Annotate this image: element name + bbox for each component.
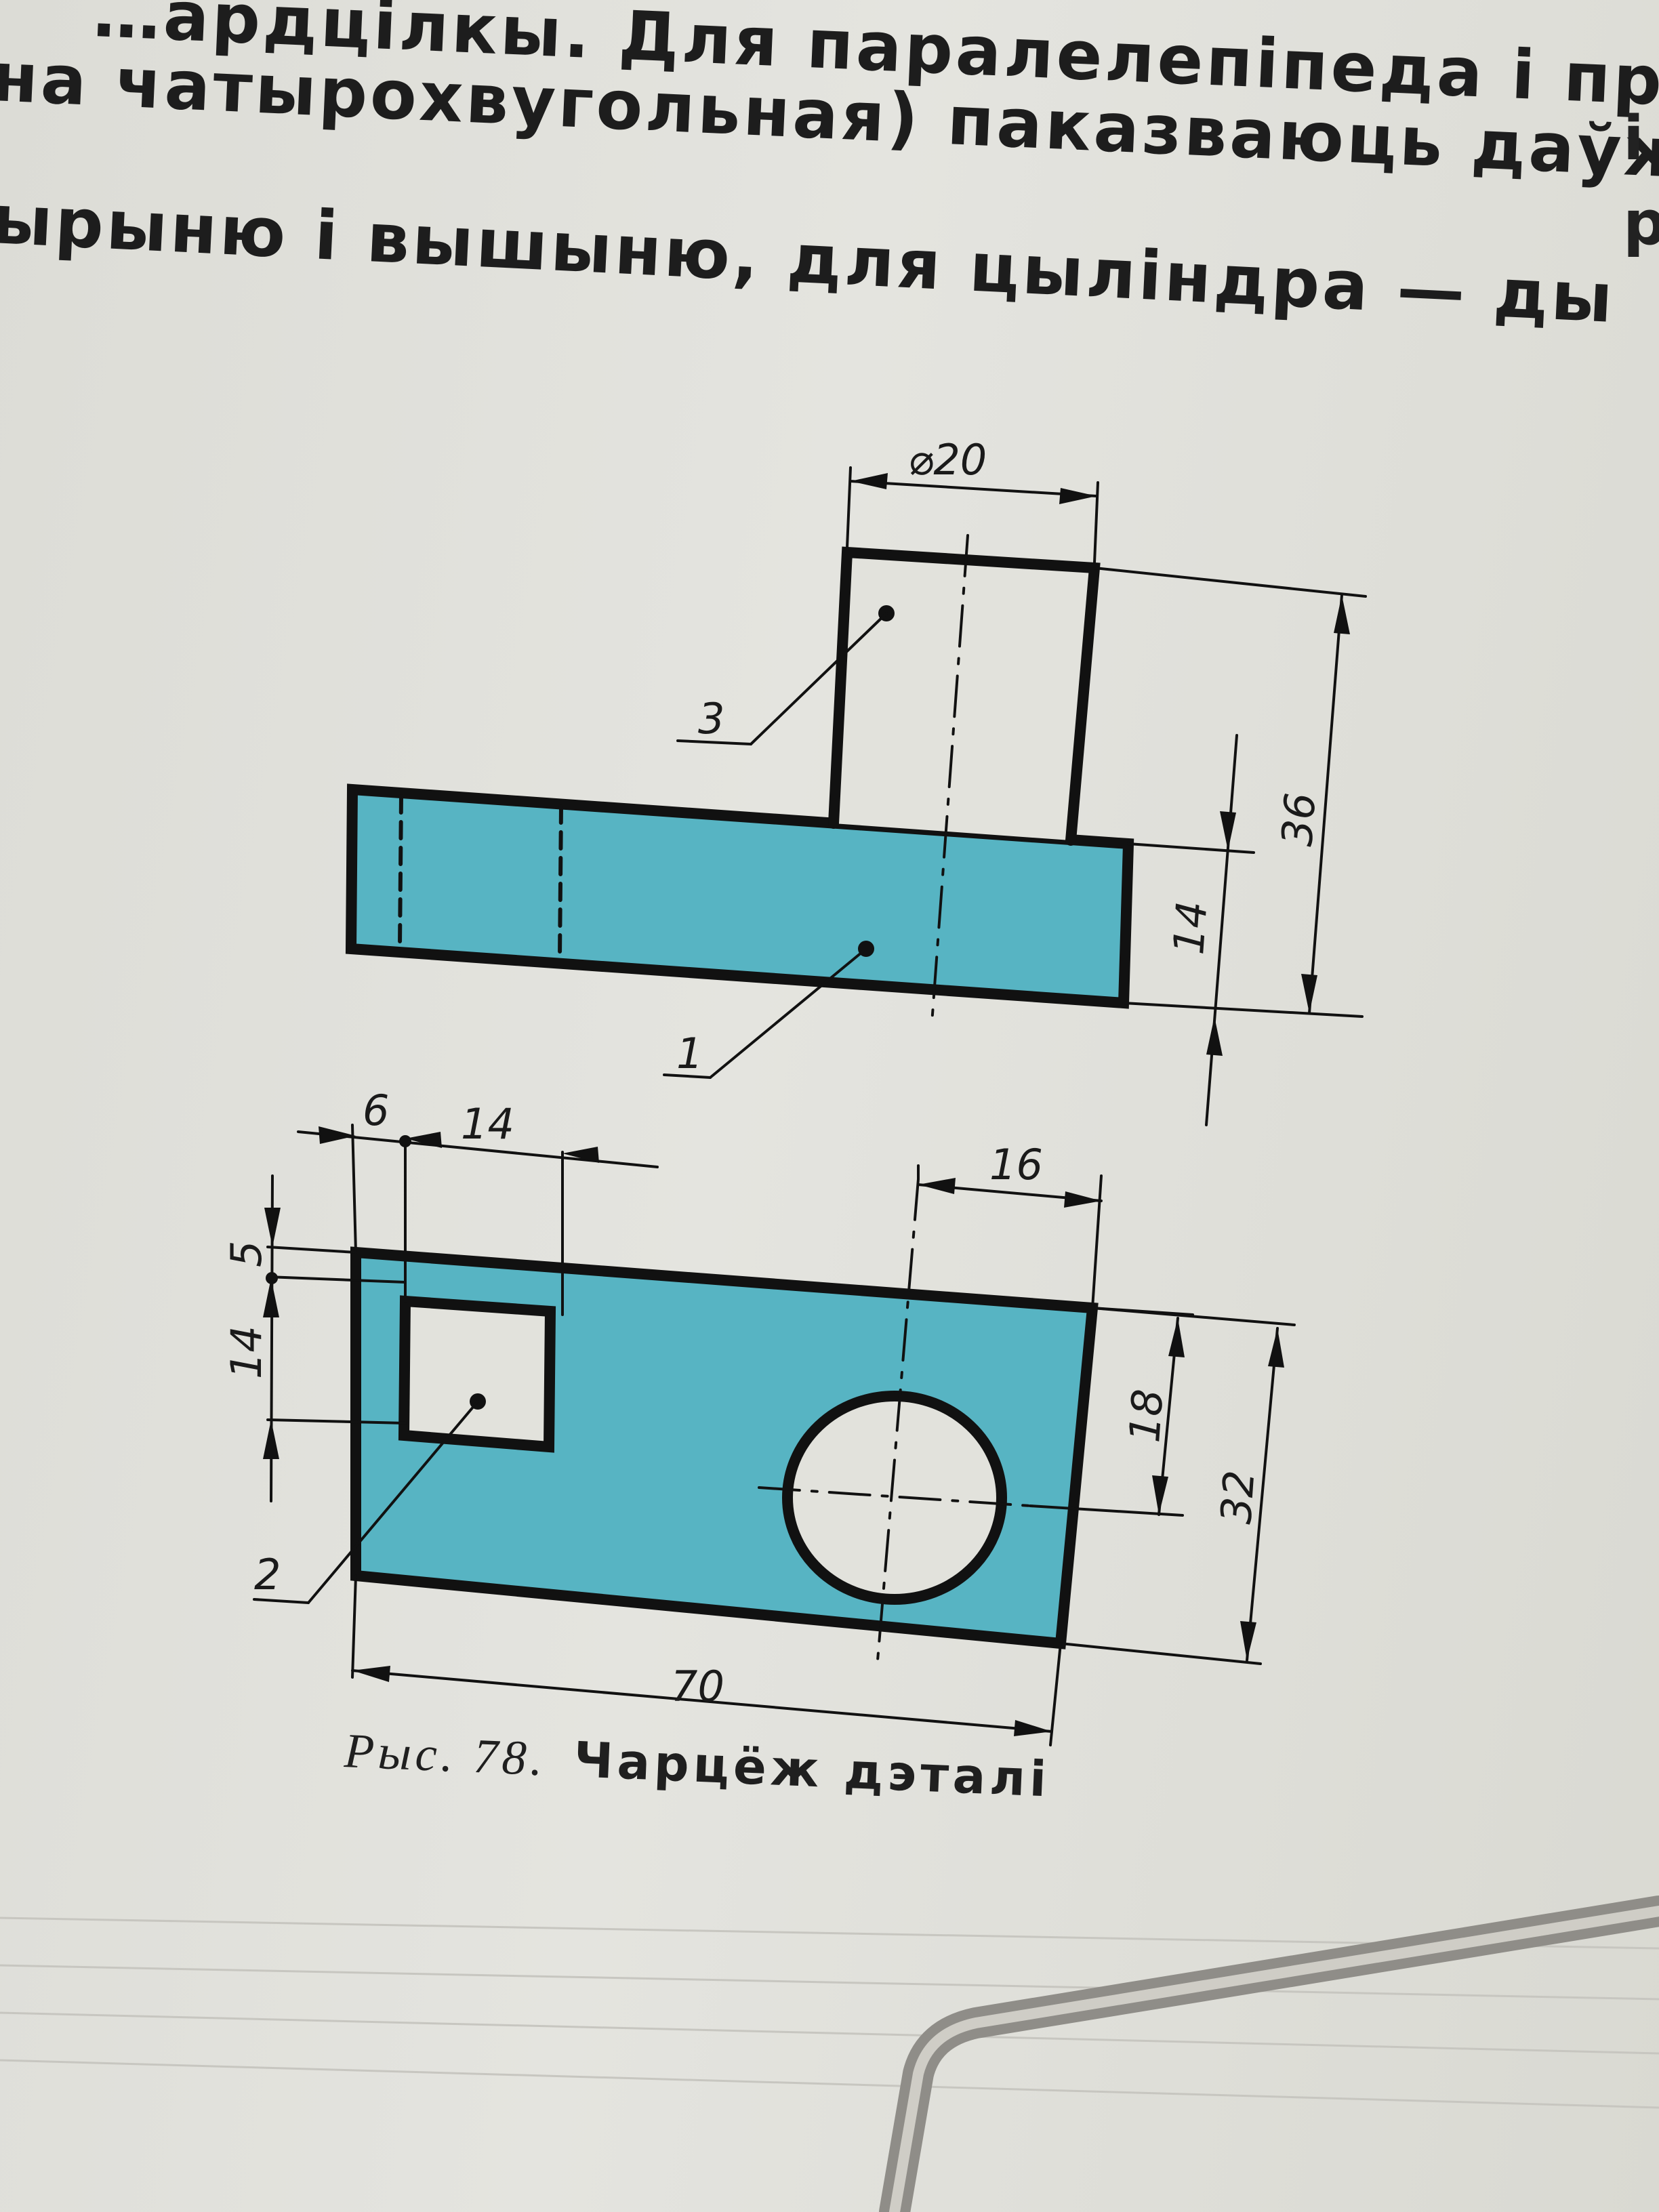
dim-circle-offset: 16 — [989, 1140, 1043, 1189]
caption-label: Рыс. 78. — [343, 1723, 548, 1786]
front-view — [345, 466, 1367, 1126]
dim-length: 70 — [671, 1662, 724, 1711]
dim-center-distance: 18 — [1120, 1387, 1172, 1444]
cylinder-front — [828, 546, 1101, 846]
part-label-1: 1 — [676, 1029, 703, 1078]
edge-fragment-2: р — [1623, 188, 1659, 259]
dim-hole-width: 14 — [461, 1099, 514, 1149]
dim-depth: 32 — [1211, 1469, 1264, 1525]
dim-diameter: ⌀20 — [908, 435, 987, 485]
top-view — [253, 1124, 1296, 1746]
edge-fragment-1: і — [1623, 103, 1644, 174]
dim-offset-top: 5 — [222, 1241, 271, 1267]
dim-offset-left: 6 — [363, 1086, 389, 1135]
part-label-2: 2 — [254, 1550, 281, 1599]
dim-hole-height: 14 — [222, 1326, 271, 1379]
dim-base-height: 14 — [1164, 899, 1216, 956]
dim-total-height: 36 — [1272, 791, 1325, 848]
part-label-3: 3 — [698, 694, 724, 743]
square-hole — [398, 1295, 556, 1453]
round-hole — [782, 1391, 1007, 1605]
metal-clip — [879, 1896, 1659, 2212]
